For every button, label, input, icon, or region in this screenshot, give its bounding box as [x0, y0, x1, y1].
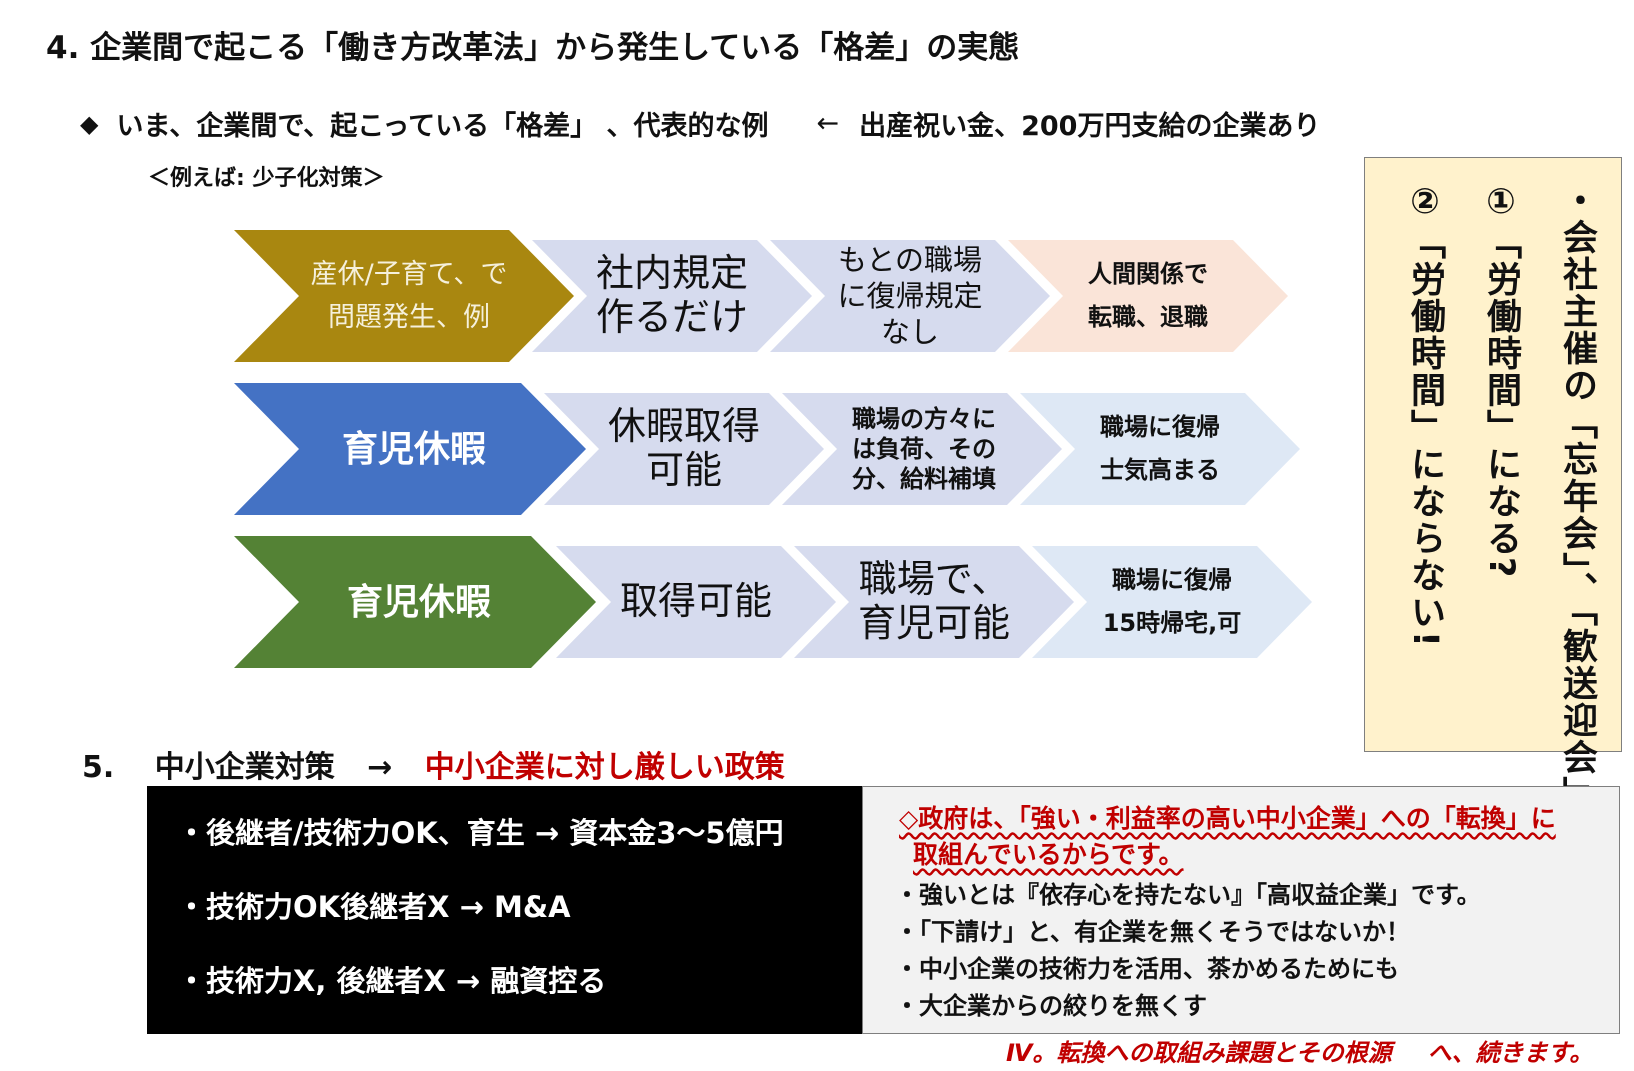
section-5-number: 5.: [82, 750, 115, 785]
section-5-heading: 5. 中小企業対策 → 中小企業に対し厳しい政策: [82, 742, 785, 786]
row2-step3-line1: 職場に復帰: [1100, 412, 1220, 441]
gray-box-line3: ・中小企業の技術力を活用、茶かめるためにも: [895, 955, 1399, 983]
row2-lead-text: 育児休暇: [294, 383, 534, 515]
row3-step2-line2: 育児可能: [857, 601, 1010, 645]
row2-step1-line2: 可能: [645, 448, 722, 492]
row3-step1-text: 取得可能: [601, 546, 791, 658]
gray-box-line4: ・大企業からの絞りを無くす: [895, 992, 1207, 1020]
row1-step2-text: もとの職場に復帰規定なし: [815, 240, 1005, 352]
diamond-bullet-icon: ◆: [80, 109, 99, 138]
footer-part2: へ、続きます。: [1427, 1039, 1594, 1067]
vertical-note-col2: ①「労働時間」になる?: [1481, 182, 1521, 580]
row2-step1-poly: [544, 393, 824, 505]
row1-lead-text: 産休/子育て、で問題発生、例: [289, 230, 529, 362]
row1-lead-shape: [234, 230, 574, 362]
example-label: ＜例えば: 少子化対策＞: [148, 166, 385, 191]
section-5-policy: 中小企業に対し厳しい政策: [424, 750, 785, 785]
row1-lead-line2: 問題発生、例: [328, 302, 490, 333]
black-box: ・後継者/技術力OK、育生 → 資本金3～5億円 ・技術力OK後継者X → M&…: [147, 786, 862, 1034]
row3-lead-line1: 育児休暇: [346, 581, 491, 623]
footer-part1: Ⅳ。転換への取組み課題とその根源: [1006, 1039, 1392, 1067]
row3-lead-text: 育児休暇: [294, 536, 544, 668]
vertical-note-col1: ・会社主催の「忘年会」、「歓送迎会」は: [1557, 182, 1597, 850]
row2-step2-line2: は負荷、その: [852, 435, 996, 463]
row2-step3-line2: 士気高まる: [1100, 456, 1220, 484]
bullet-line: ◆ いま、企業間で、起こっている「格差」 、代表的な例 ← 出産祝い金、200万…: [80, 104, 1320, 143]
row1-step3-line1: 人間関係で: [1088, 259, 1208, 288]
row3-step2-text: 職場で、育児可能: [839, 546, 1029, 658]
row1-step2-poly: [770, 240, 1050, 352]
row1-step1-text: 社内規定作るだけ: [577, 240, 767, 352]
row2-step1-text: 休暇取得可能: [589, 393, 779, 505]
row2-lead-line1: 育児休暇: [341, 428, 486, 470]
black-box-line3: ・技術力X, 後継者X → 融資控る: [177, 964, 607, 998]
row1-step1-line1: 社内規定: [595, 251, 748, 296]
gray-box-line2: ・「下請け」と、有企業を無くそうではないか！: [895, 918, 1411, 946]
footer-note: Ⅳ。転換への取組み課題とその根源 へ、続きます。: [1006, 1033, 1593, 1068]
row3-step3-line1: 職場に復帰: [1111, 565, 1232, 594]
gray-box-red-line1: ◇政府は、「強い・利益率の高い中小企業」への「転換」に: [899, 804, 1556, 833]
row1-step2-line2: に復帰規定: [837, 278, 983, 313]
row2-step2-line3: 分、給料補填: [852, 465, 996, 493]
gray-box: ◇政府は、「強い・利益率の高い中小企業」への「転換」に 取組んでいるからです。 …: [862, 786, 1620, 1034]
row2-step1-line1: 休暇取得: [607, 404, 760, 449]
row2-lead-poly: [234, 383, 586, 515]
row3-step3-poly: [1032, 546, 1312, 658]
row2-step2-text: 職場の方々には負荷、その分、給料補填: [824, 393, 1024, 505]
vertical-note-col3: ②「労働時間」にならない!: [1405, 182, 1445, 649]
row1-step1-line2: 作るだけ: [595, 295, 748, 339]
row1-step1-poly: [532, 240, 812, 352]
section-5-label: 中小企業対策: [154, 750, 335, 785]
row1-lead-poly: [234, 230, 574, 362]
bullet-text: いま、企業間で、起こっている「格差」 、代表的な例: [116, 111, 769, 142]
row3-lead-poly: [234, 536, 596, 668]
right-arrow-icon: →: [367, 750, 393, 785]
row1-step2-line3: なし: [880, 315, 939, 350]
row3-step2-poly: [794, 546, 1074, 658]
section-4-heading: 4. 企業間で起こる「働き方改革法」から発生している「格差」の実態: [46, 30, 1020, 66]
row1-step3-poly: [1008, 240, 1288, 352]
row2-step3-poly: [1020, 393, 1300, 505]
row3-step1-poly: [556, 546, 836, 658]
row1-lead-line1: 産休/子育て、で: [310, 258, 508, 290]
black-box-line1: ・後継者/技術力OK、育生 → 資本金3～5億円: [177, 816, 784, 850]
row1-step3-line2: 転職、退職: [1088, 303, 1208, 331]
left-arrow-icon: ←: [816, 108, 840, 139]
gray-box-line1: ・強いとは『依存心を持たない』「高収益企業」です。: [895, 881, 1481, 909]
row3-step1-line1: 取得可能: [619, 579, 772, 624]
row1-step3-text: 人間関係で転職、退職: [1053, 240, 1243, 352]
row3-step2-line1: 職場で、: [858, 557, 1010, 602]
row2-step3-text: 職場に復帰士気高まる: [1065, 393, 1255, 505]
black-box-line2: ・技術力OK後継者X → M&A: [177, 890, 571, 924]
row2-step2-line1: 職場の方々に: [852, 405, 996, 433]
row3-step3-text: 職場に復帰 15時帰宅,可: [1077, 546, 1267, 658]
bullet-note: 出産祝い金、200万円支給の企業あり: [859, 111, 1321, 142]
row3-step3-line2: 15時帰宅,可: [1102, 609, 1242, 637]
row2-step2-poly: [782, 393, 1062, 505]
gray-box-red-line2: 取組んでいるからです。: [913, 840, 1184, 869]
vertical-note-box: ・会社主催の「忘年会」、「歓送迎会」は ①「労働時間」になる? ②「労働時間」に…: [1364, 157, 1622, 850]
row1-step2-line1: もとの職場: [837, 242, 983, 277]
